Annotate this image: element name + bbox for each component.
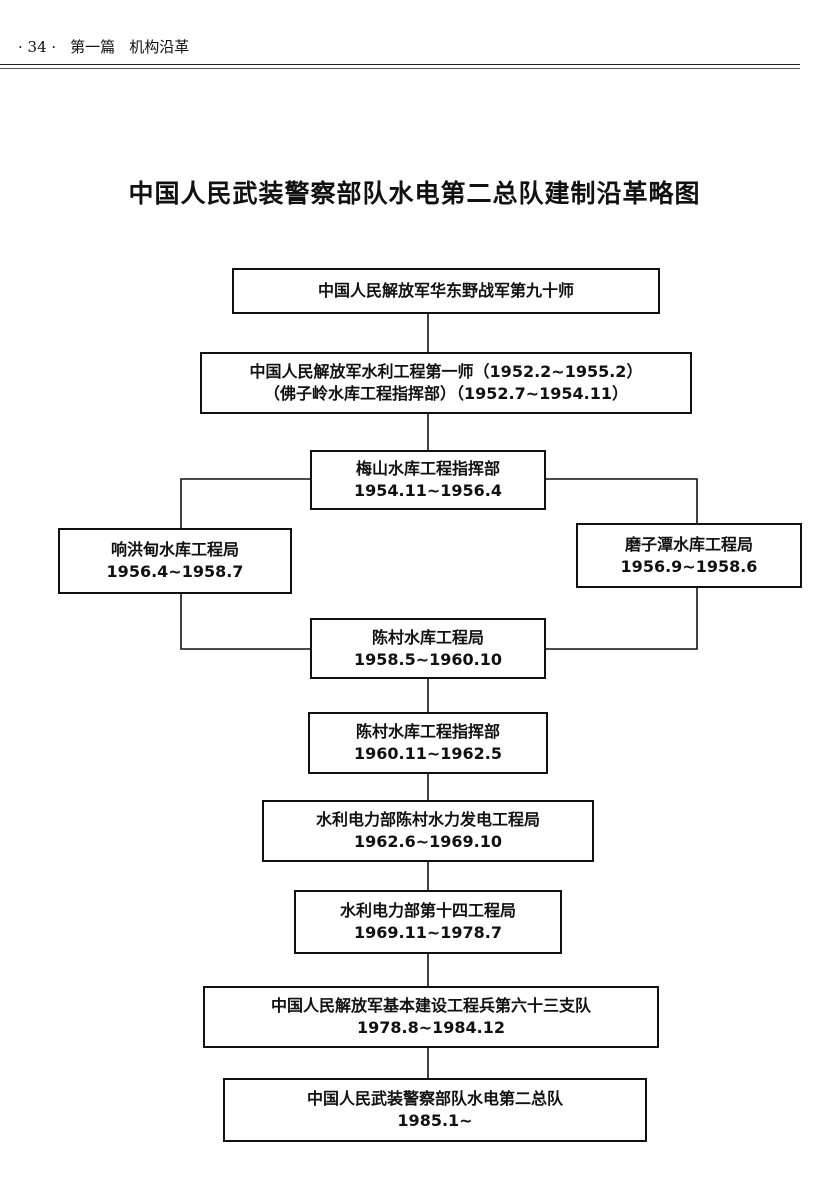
edge-n4-n6 [180, 594, 310, 650]
node-n11-line-2: 1985.1~ [397, 1111, 473, 1130]
node-n11-line-1: 中国人民武装警察部队水电第二总队 [306, 1089, 563, 1108]
diagram-title: 中国人民武装警察部队水电第二总队建制沿革略图 [128, 179, 701, 208]
node-n9-line-2: 1969.11~1978.7 [353, 923, 503, 942]
edge-n5-n6 [546, 588, 698, 650]
chapter-label: 机构沿革 [129, 38, 190, 56]
node-n5: 磨子潭水库工程局 1956.9~1958.6 [576, 523, 802, 588]
node-n4-line-1: 响洪甸水库工程局 [110, 540, 239, 559]
node-n7-line-2: 1960.11~1962.5 [353, 744, 503, 763]
node-n1: 中国人民解放军华东野战军第九十师 [232, 268, 660, 314]
node-n2: 中国人民解放军水利工程第一师（1952.2~1955.2） （佛子岭水库工程指挥… [200, 352, 692, 414]
node-n9-line-1: 水利电力部第十四工程局 [339, 901, 516, 920]
node-n9: 水利电力部第十四工程局 1969.11~1978.7 [294, 890, 562, 954]
page-number: · 34 · [18, 38, 57, 56]
node-n5-line-1: 磨子潭水库工程局 [624, 534, 753, 554]
node-n4-line-2: 1956.4~1958.7 [106, 562, 244, 581]
node-n1-line-1: 中国人民解放军华东野战军第九十师 [317, 281, 574, 300]
node-n6-line-2: 1958.5~1960.10 [353, 649, 503, 669]
node-n5-line-2: 1956.9~1958.6 [620, 556, 758, 576]
node-n8: 水利电力部陈村水力发电工程局 1962.6~1969.10 [262, 800, 594, 862]
node-n3: 梅山水库工程指挥部 1954.11~1956.4 [310, 450, 546, 510]
node-n10-line-1: 中国人民解放军基本建设工程兵第六十三支队 [270, 996, 591, 1015]
section-label: 第一篇 [70, 38, 116, 56]
node-n10: 中国人民解放军基本建设工程兵第六十三支队 1978.8~1984.12 [203, 986, 659, 1048]
edge-n3-n4 [180, 478, 310, 528]
node-n11: 中国人民武装警察部队水电第二总队 1985.1~ [223, 1078, 647, 1142]
node-n2-line-2: （佛子岭水库工程指挥部）（1952.7~1954.11） [263, 384, 629, 403]
node-n4: 响洪甸水库工程局 1956.4~1958.7 [58, 528, 292, 594]
node-n6: 陈村水库工程局 1958.5~1960.10 [310, 618, 546, 679]
node-n10-line-2: 1978.8~1984.12 [356, 1018, 506, 1037]
page-header: · 34 · 第一篇机构沿革 [18, 36, 189, 57]
node-n6-line-1: 陈村水库工程局 [371, 627, 484, 647]
header-rule-thin [0, 68, 800, 69]
node-n8-line-2: 1962.6~1969.10 [353, 832, 503, 851]
node-n2-line-1: 中国人民解放军水利工程第一师（1952.2~1955.2） [249, 362, 643, 381]
node-n3-line-1: 梅山水库工程指挥部 [355, 459, 500, 478]
node-n7-line-1: 陈村水库工程指挥部 [355, 722, 500, 741]
node-n3-line-2: 1954.11~1956.4 [353, 481, 503, 500]
node-n8-line-1: 水利电力部陈村水力发电工程局 [315, 810, 540, 829]
node-n7: 陈村水库工程指挥部 1960.11~1962.5 [308, 712, 548, 774]
header-rule [0, 64, 800, 65]
edge-n3-n5 [546, 478, 698, 523]
